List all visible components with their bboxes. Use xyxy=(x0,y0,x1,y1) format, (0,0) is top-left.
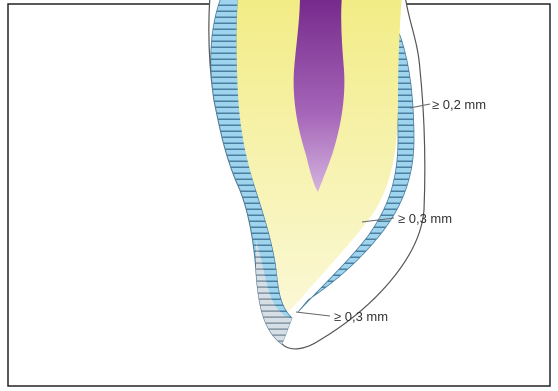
label-bottom: ≥ 0,3 mm xyxy=(334,309,388,324)
label-middle: ≥ 0,3 mm xyxy=(398,211,452,226)
label-top: ≥ 0,2 mm xyxy=(432,97,486,112)
